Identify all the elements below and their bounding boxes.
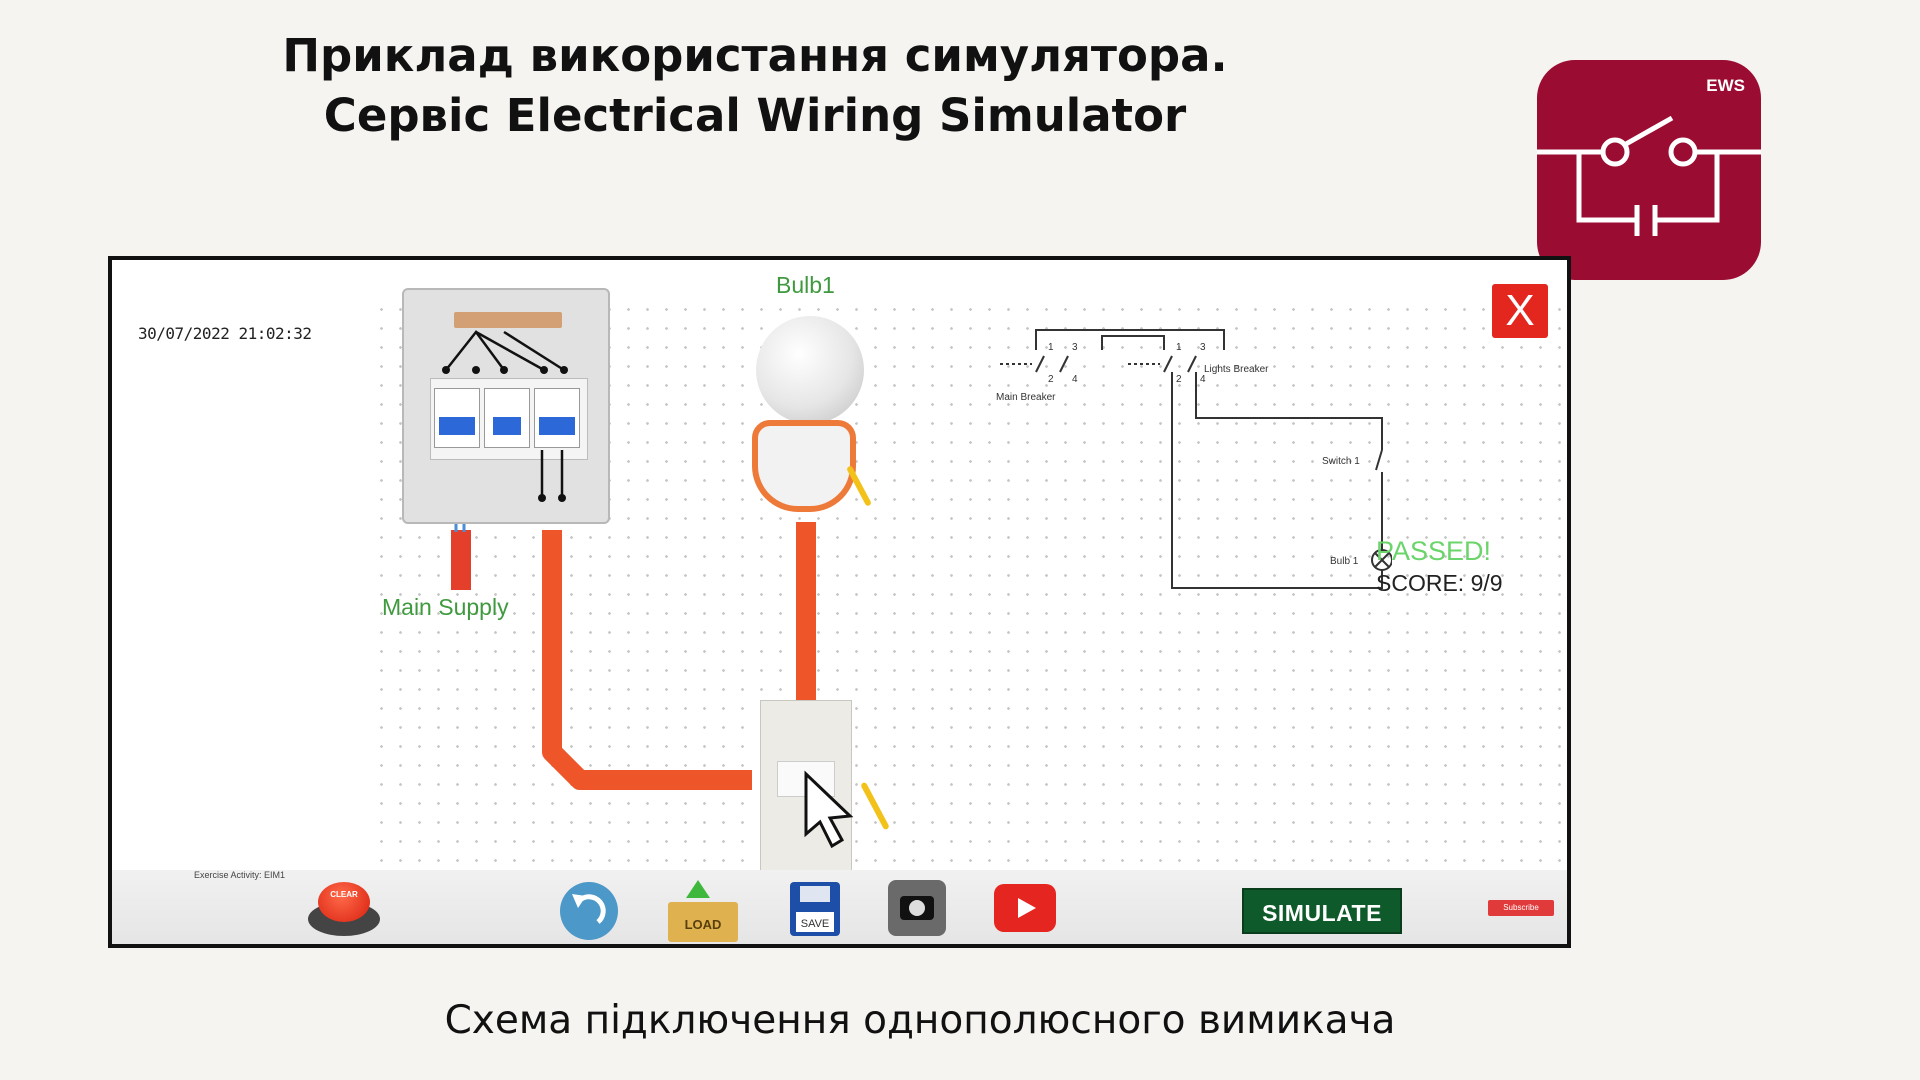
terminal-label: 4 [1072, 374, 1078, 385]
save-label: SAVE [800, 918, 830, 930]
main-supply-cable [451, 530, 471, 590]
screenshot-button[interactable] [888, 880, 946, 936]
slide-caption: Схема підключення однополюсного вимикача [444, 998, 1396, 1043]
slide-title-line1: Приклад використання симулятора. [282, 29, 1228, 82]
terminal-label: 2 [1176, 374, 1182, 385]
wiring-layer [451, 460, 816, 790]
breaker-wires [442, 329, 568, 502]
terminal-label: 3 [1200, 342, 1206, 353]
circuit-schematic: Main Breaker Lights Breaker Switch 1 Bul… [996, 329, 1392, 589]
switch-label: Switch 1 [1322, 456, 1360, 467]
slide-title: Приклад використання симулятора. Сервіс … [180, 26, 1330, 146]
play-icon [1018, 898, 1036, 918]
lights-breaker[interactable] [484, 388, 530, 448]
result-status: PASSED! [1376, 536, 1492, 566]
terminal-label: 1 [1048, 342, 1054, 353]
main-supply-label: Main Supply [382, 594, 509, 620]
terminal-label: 2 [1048, 374, 1054, 385]
bulb[interactable] [756, 316, 864, 424]
busbar [454, 312, 562, 328]
clear-label: CLEAR [330, 890, 358, 899]
main-breaker[interactable] [434, 388, 480, 448]
result-score: SCORE: 9/9 [1376, 570, 1503, 596]
bottom-toolbar: Exercise Activity: EIM1 CLEAR LOAD SAVE [112, 870, 1567, 944]
distribution-box[interactable] [402, 288, 610, 524]
terminal-label: 1 [1176, 342, 1182, 353]
camera-icon [900, 896, 934, 920]
clear-button-cap: CLEAR [318, 882, 370, 922]
slide-title-line2: Сервіс Electrical Wiring Simulator [323, 89, 1187, 142]
bulb-schematic-label: Bulb 1 [1330, 556, 1359, 567]
subscribe-button[interactable]: Subscribe [1488, 900, 1554, 916]
youtube-button[interactable] [994, 884, 1056, 932]
mouse-cursor-icon [804, 770, 854, 849]
floppy-disk-icon [800, 886, 830, 902]
simulator-screen: 30/07/2022 21:02:32 [108, 256, 1571, 948]
upload-arrow-icon [686, 880, 710, 898]
undo-button[interactable] [558, 880, 620, 942]
load-label: LOAD [684, 917, 722, 932]
load-button[interactable]: LOAD [668, 880, 738, 942]
bulb-socket[interactable] [752, 420, 856, 512]
clear-button[interactable]: CLEAR [308, 878, 380, 942]
save-label-box: SAVE [796, 912, 834, 932]
terminal-label: 4 [1200, 374, 1206, 385]
bulb-label: Bulb1 [776, 272, 835, 298]
conduit-breaker-to-switch [542, 530, 752, 790]
main-breaker-label: Main Breaker [996, 392, 1056, 403]
simulate-button[interactable]: SIMULATE [1242, 888, 1402, 934]
ews-logo-text: EWS [1706, 76, 1745, 95]
switch-circuit-icon [1537, 115, 1761, 236]
timestamp: 30/07/2022 21:02:32 [138, 324, 312, 343]
folder-icon: LOAD [668, 902, 738, 942]
close-button[interactable]: X [1492, 284, 1548, 338]
save-button[interactable]: SAVE [790, 882, 840, 936]
exercise-activity: Exercise Activity: EIM1 [194, 870, 286, 880]
lights-breaker-label: Lights Breaker [1204, 364, 1269, 375]
ews-logo: EWS [1537, 60, 1761, 280]
spare-breaker[interactable] [534, 388, 580, 448]
terminal-label: 3 [1072, 342, 1078, 353]
